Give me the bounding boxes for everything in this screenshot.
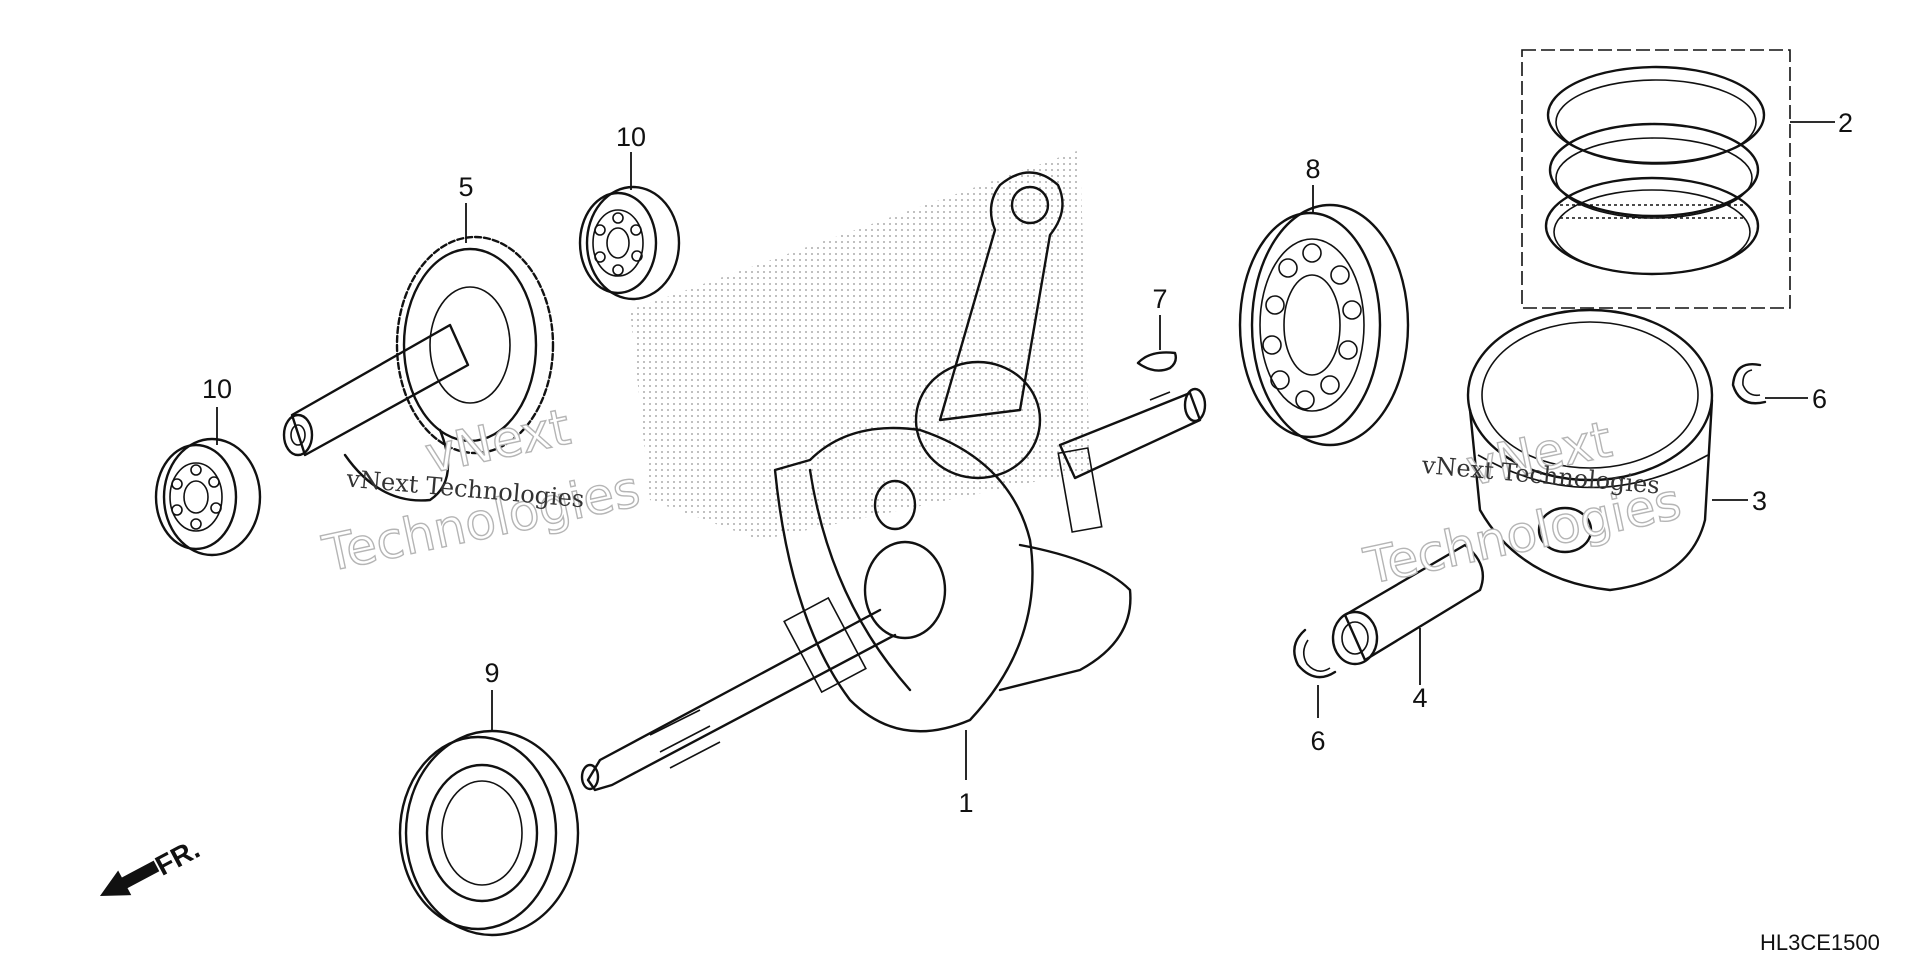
piston-pin-clip-6-right[interactable] bbox=[1731, 363, 1767, 405]
drawing-code: HL3CE1500 bbox=[1760, 930, 1880, 955]
piston-3[interactable] bbox=[1466, 308, 1714, 592]
callout-6-left: 6 bbox=[1310, 726, 1325, 756]
callout-1: 1 bbox=[958, 788, 973, 818]
callout-numbers: 10 5 10 8 7 2 6 3 4 6 1 9 bbox=[202, 108, 1853, 818]
callout-7: 7 bbox=[1152, 284, 1167, 314]
leader-lines bbox=[216, 121, 1835, 780]
stipple-shading bbox=[630, 150, 1090, 540]
woodruff-key-7[interactable] bbox=[1136, 351, 1178, 372]
callout-8: 8 bbox=[1305, 154, 1320, 184]
callout-4: 4 bbox=[1412, 683, 1427, 713]
balancer-shaft-gear-5[interactable] bbox=[282, 235, 555, 502]
front-arrow-icon bbox=[99, 860, 160, 896]
bearing-9[interactable] bbox=[398, 729, 580, 937]
bearing-8[interactable] bbox=[1238, 203, 1410, 447]
svg-text:vNext: vNext bbox=[420, 398, 575, 485]
bearing-10-left[interactable] bbox=[154, 437, 262, 557]
piston-pin-clip-6-left[interactable] bbox=[1293, 628, 1337, 679]
crankshaft-1[interactable] bbox=[580, 171, 1207, 792]
callout-3: 3 bbox=[1752, 486, 1767, 516]
callout-5: 5 bbox=[458, 172, 473, 202]
piston-pin-4[interactable] bbox=[1331, 543, 1485, 666]
front-label: FR. bbox=[150, 833, 204, 882]
callout-10-upper: 10 bbox=[616, 122, 646, 152]
callout-9: 9 bbox=[484, 658, 499, 688]
front-direction-indicator: FR. bbox=[99, 833, 205, 896]
bearing-10-upper[interactable] bbox=[578, 185, 681, 301]
piston-ring-set-2[interactable] bbox=[1521, 49, 1791, 309]
callout-2: 2 bbox=[1838, 108, 1853, 138]
callout-10-left: 10 bbox=[202, 374, 232, 404]
callout-6-right: 6 bbox=[1812, 384, 1827, 414]
